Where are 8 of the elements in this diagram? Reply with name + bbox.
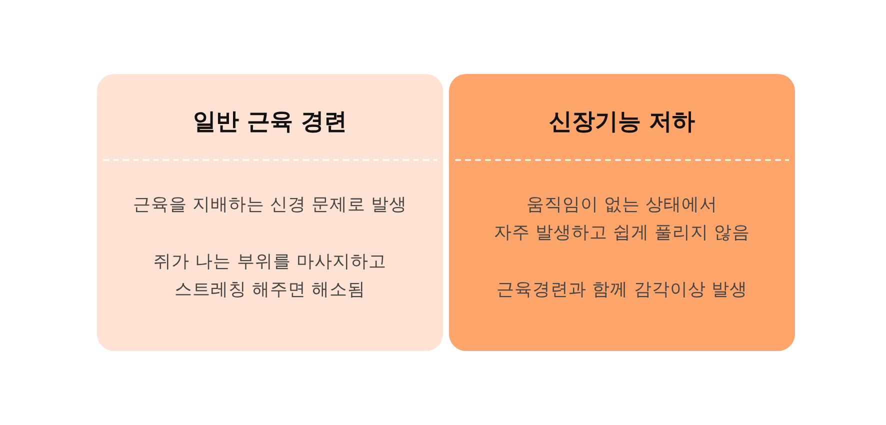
card-text: 근육경련과 함께 감각이상 발생 (496, 279, 748, 302)
card-heading: 일반 근육 경련 (192, 108, 348, 137)
card-heading: 신장기능 저하 (548, 108, 696, 137)
info-card (97, 74, 443, 351)
info-card (449, 74, 795, 351)
card-text: 쥐가 나는 부위를 마사지하고 스트레칭 해주면 해소됨 (154, 251, 386, 302)
card-text: 근육을 지배하는 신경 문제로 발생 (132, 194, 408, 217)
card-text: 움직임이 없는 상태에서 자주 발생하고 쉽게 풀리지 않음 (494, 194, 750, 245)
